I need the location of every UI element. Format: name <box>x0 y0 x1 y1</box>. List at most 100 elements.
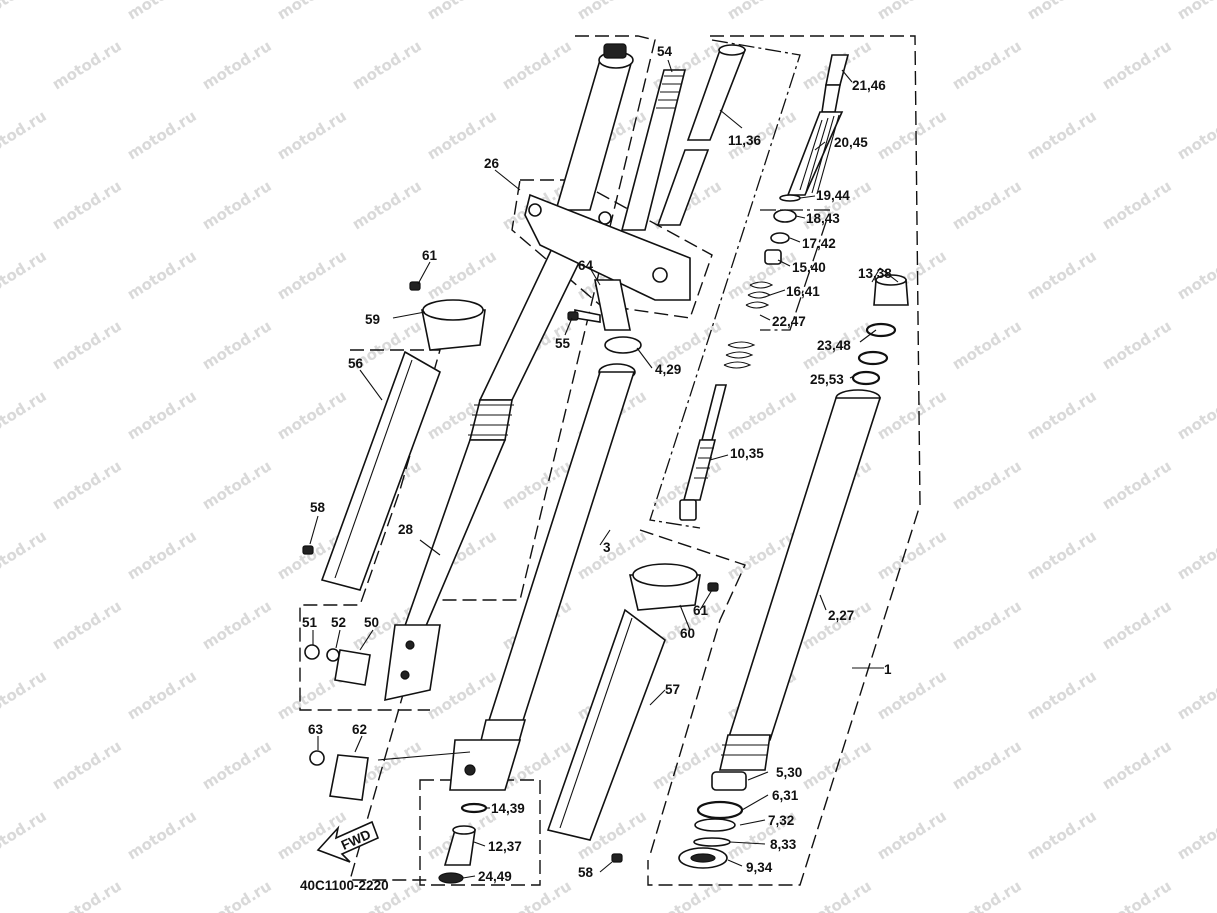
watermark-text: motod.ru <box>124 107 200 164</box>
part-label-21-46: 21,46 <box>852 78 886 93</box>
fwd-arrow-icon: FWD <box>316 820 380 863</box>
watermark-text: motod.ru <box>1099 177 1175 234</box>
watermark-text: motod.ru <box>0 667 50 724</box>
watermark-text: motod.ru <box>124 387 200 444</box>
watermark-text: motod.ru <box>1099 457 1175 514</box>
axle-parts <box>438 802 488 884</box>
watermark-text: motod.ru <box>1024 667 1100 724</box>
part-label-15-40: 15,40 <box>792 260 826 275</box>
inner-tube-54 <box>620 69 687 231</box>
part-label-16-41: 16,41 <box>786 284 820 299</box>
watermark-text: motod.ru <box>874 807 950 864</box>
watermark-text: motod.ru <box>649 877 725 913</box>
watermark-text: motod.ru <box>49 877 125 913</box>
part-label-22-47: 22,47 <box>772 314 806 329</box>
damper-rod <box>679 384 728 521</box>
watermark-text: motod.ru <box>499 37 575 94</box>
outer-tube-2-27 <box>718 389 882 771</box>
watermark-text: motod.ru <box>49 37 125 94</box>
part-label-1: 1 <box>884 662 892 677</box>
boundary-damper <box>760 209 831 331</box>
part-label-26: 26 <box>484 156 500 171</box>
part-label-64: 64 <box>578 258 594 273</box>
part-label-56: 56 <box>348 356 364 371</box>
part-label-55: 55 <box>555 336 571 351</box>
watermark-text: motod.ru <box>1099 597 1175 654</box>
watermark-text: motod.ru <box>49 457 125 514</box>
part-label-23-48: 23,48 <box>817 338 851 353</box>
part-label-11-36: 11,36 <box>728 133 762 148</box>
part-label-6-31: 6,31 <box>772 788 799 803</box>
part-label-58a: 58 <box>310 500 326 515</box>
watermark-text: motod.ru <box>274 107 350 164</box>
watermark-text: motod.ru <box>1024 107 1100 164</box>
watermark-text: motod.ru <box>949 37 1025 94</box>
watermark-text: motod.ru <box>424 107 500 164</box>
watermark-text: motod.ru <box>49 177 125 234</box>
watermark-text: motod.ru <box>274 247 350 304</box>
watermark-text: motod.ru <box>0 807 50 864</box>
part-label-12-37: 12,37 <box>488 839 522 854</box>
watermark-text: motod.ru <box>49 737 125 794</box>
watermark-text: motod.ru <box>724 0 800 23</box>
leader-lines <box>309 59 899 879</box>
watermark-text: motod.ru <box>274 0 350 23</box>
watermark-text: motod.ru <box>1024 527 1100 584</box>
watermark-text: motod.ru <box>349 37 425 94</box>
boundary-cartridge <box>649 39 801 529</box>
part-label-3: 3 <box>603 540 611 555</box>
upper-tube-left <box>384 43 634 702</box>
watermark-text: motod.ru <box>1099 737 1175 794</box>
watermark-text: motod.ru <box>424 0 500 23</box>
watermark-text: motod.ru <box>0 247 50 304</box>
boundary-guard-right <box>639 529 746 856</box>
watermark-text: motod.ru <box>0 0 50 23</box>
watermark-text: motod.ru <box>874 387 950 444</box>
watermark-text: motod.ru <box>1099 37 1175 94</box>
part-label-58b: 58 <box>578 865 594 880</box>
boundary-main <box>349 35 656 881</box>
part-label-28: 28 <box>398 522 414 537</box>
watermark-text: motod.ru <box>874 0 950 23</box>
watermark-text: motod.ru <box>949 457 1025 514</box>
watermark-text: motod.ru <box>949 597 1025 654</box>
watermark-text: motod.ru <box>1099 877 1175 913</box>
part-label-25-53: 25,53 <box>810 372 844 387</box>
part-label-54: 54 <box>657 44 673 59</box>
part-label-20-45: 20,45 <box>834 135 868 150</box>
hose-holders <box>304 644 371 801</box>
part-label-61a: 61 <box>422 248 438 263</box>
watermark-text: motod.ru <box>424 667 500 724</box>
watermark-text: motod.ru <box>124 667 200 724</box>
part-label-18-43: 18,43 <box>806 211 840 226</box>
watermark-text: motod.ru <box>874 527 950 584</box>
part-label-50: 50 <box>364 615 379 630</box>
watermark-text: motod.ru <box>124 527 200 584</box>
boundary-right-assembly <box>647 35 921 886</box>
watermark-text: motod.ru <box>1099 317 1175 374</box>
watermark-text: motod.ru <box>199 177 275 234</box>
part-label-7-32: 7,32 <box>768 813 794 828</box>
part-label-52: 52 <box>331 615 346 630</box>
fwd-label: FWD <box>339 827 373 853</box>
part-label-8-33: 8,33 <box>770 837 797 852</box>
part-label-61b: 61 <box>693 603 709 618</box>
watermark-text: motod.ru <box>1174 667 1217 724</box>
bottom-seal-stack <box>678 771 747 869</box>
watermark-text: motod.ru <box>49 317 125 374</box>
watermark-text: motod.ru <box>874 107 950 164</box>
watermark-text: motod.ru <box>949 877 1025 913</box>
bolts <box>302 281 719 863</box>
part-label-57: 57 <box>665 682 680 697</box>
watermark-text: motod.ru <box>124 0 200 23</box>
watermark-text: motod.ru <box>949 177 1025 234</box>
watermark-text: motod.ru <box>274 387 350 444</box>
watermark-text: motod.ru <box>724 387 800 444</box>
watermark-text: motod.ru <box>199 877 275 913</box>
watermark-text: motod.ru <box>1024 0 1100 23</box>
watermark-text: motod.ru <box>949 317 1025 374</box>
part-label-5-30: 5,30 <box>776 765 802 780</box>
